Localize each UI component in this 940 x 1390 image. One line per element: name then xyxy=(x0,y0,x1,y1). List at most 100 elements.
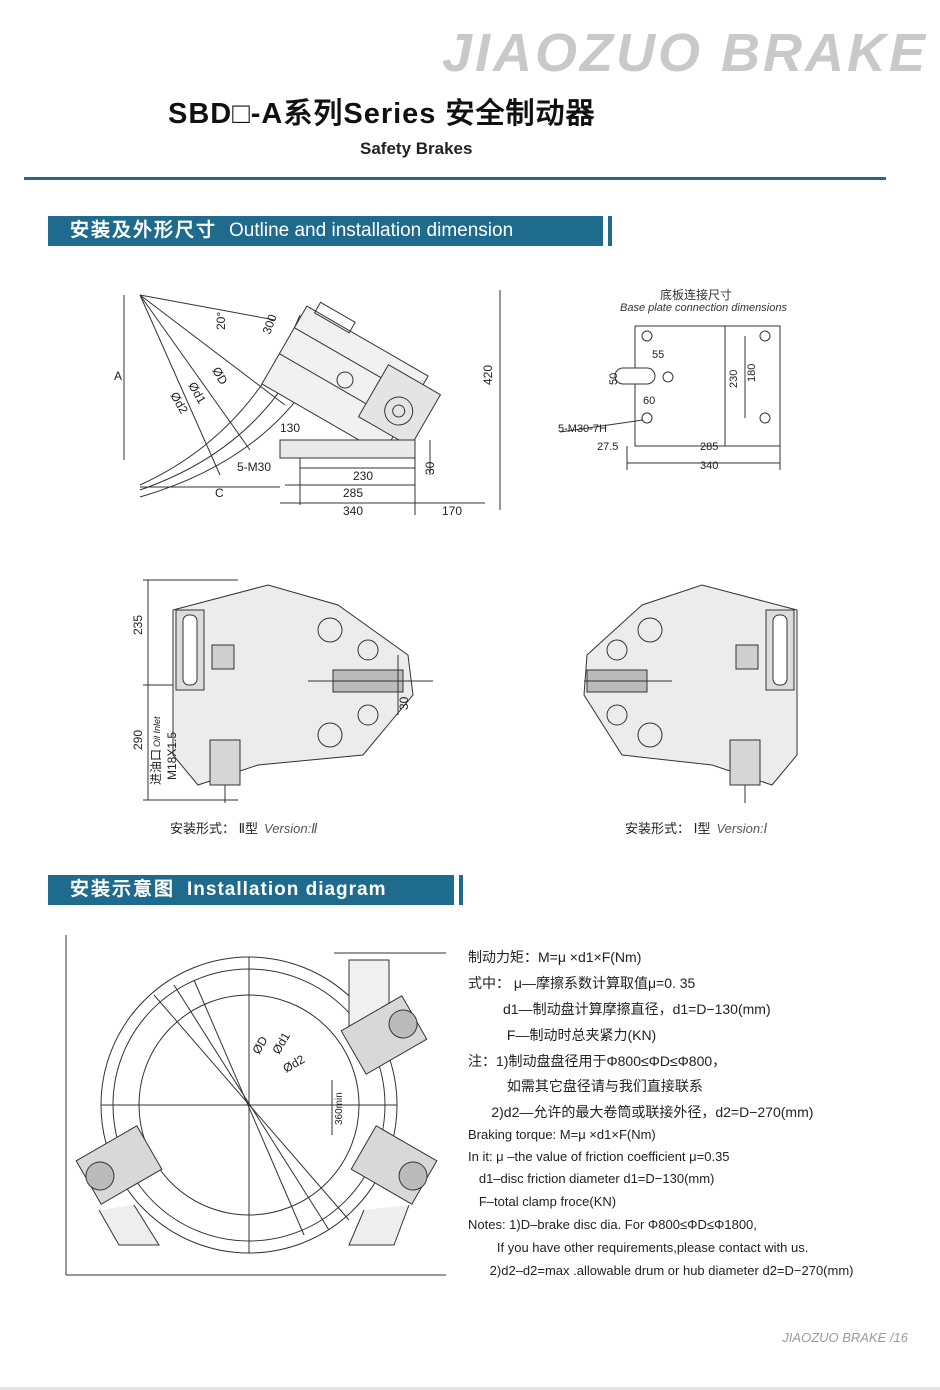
base-plate-title-cn: 底板连接尺寸 xyxy=(660,288,733,302)
page-title: SBD□-A系列Series 安全制动器 xyxy=(168,98,596,130)
installation-diagram: ØD Ød1 Ød2 360min xyxy=(65,935,446,1276)
formula-line: 2)d2—允许的最大卷筒或联接外径，d2=D−270(mm) xyxy=(468,1104,814,1120)
label-55: 55 xyxy=(652,349,664,361)
section-install-tick xyxy=(459,875,463,905)
version-i-en: Version:Ⅰ xyxy=(716,821,768,836)
base-plate-outline xyxy=(634,325,781,447)
bottom-rule xyxy=(0,1387,940,1390)
formula-line: Notes: 1)D–brake disc dia. For Φ800≤ΦD≤Φ… xyxy=(468,1217,757,1232)
base-plate-drawing: 55 50 60 230 180 5-M30-7H 27.5 285 340 xyxy=(558,325,781,472)
label-170: 170 xyxy=(442,504,462,518)
caliper-body xyxy=(583,584,798,786)
version-ii-label: 安装形式： Ⅱ型 Version:Ⅱ xyxy=(170,818,318,837)
formula-line: 如需其它盘径请与我们直接联系 xyxy=(468,1078,703,1094)
label-340: 340 xyxy=(343,504,363,518)
label-130: 130 xyxy=(280,421,300,435)
radial-d2 xyxy=(139,294,221,476)
label-bolt: 5-M30-7H xyxy=(558,423,607,435)
label-d1: Ød1 xyxy=(185,380,209,407)
section-install-cn: 安装示意图 xyxy=(70,879,176,900)
section-outline-header: 安装及外形尺寸 Outline and installation dimensio… xyxy=(48,216,603,246)
formula-line: Braking torque: M=μ ×d1×F(Nm) xyxy=(468,1127,656,1142)
section-outline-cn: 安装及外形尺寸 xyxy=(70,220,218,241)
caliper-bottom-right xyxy=(350,1125,438,1205)
formula-line: 注：1)制动盘盘径用于Φ800≤ΦD≤Φ800， xyxy=(468,1053,727,1069)
formula-line: d1—制动盘计算摩擦直径，d1=D−130(mm) xyxy=(468,1001,771,1017)
label-60: 60 xyxy=(643,395,655,407)
formula-line: 制动力矩：M=μ ×d1×F(Nm) xyxy=(468,949,642,965)
formula-line: In it: μ –the value of friction coeffici… xyxy=(468,1149,730,1164)
label-angle: 20° xyxy=(214,312,228,330)
label-420: 420 xyxy=(481,365,495,385)
radial-d1 xyxy=(139,294,251,451)
label-285: 285 xyxy=(700,441,718,453)
arc-d2 xyxy=(139,314,301,486)
bolt-hole xyxy=(641,412,653,424)
label-180: 180 xyxy=(746,364,758,382)
label-340: 340 xyxy=(700,460,718,472)
label-d2: Ød2 xyxy=(281,1052,308,1076)
formula-line: d1–disc friction diameter d1=D−130(mm) xyxy=(468,1171,715,1186)
label-30: 30 xyxy=(397,696,411,710)
diameter-line xyxy=(193,979,305,1236)
left-stand xyxy=(98,1204,160,1246)
version-ii-en: Version:Ⅱ xyxy=(264,821,318,836)
section-outline-tick xyxy=(608,216,612,246)
radial-20deg xyxy=(139,294,276,321)
mount-bolt xyxy=(637,617,663,643)
label-d2: Ød2 xyxy=(167,390,191,417)
label-235: 235 xyxy=(131,615,145,635)
version-ii-drawing: 235 290 30 进油口 Oil Inlet M18X1.5 xyxy=(131,579,433,803)
mount-bolt xyxy=(317,617,343,643)
oil-inlet-en: Oil Inlet xyxy=(152,716,162,747)
label-290: 290 xyxy=(131,730,145,750)
label-c: C xyxy=(215,486,224,500)
base-plate-side xyxy=(279,439,416,459)
mount-bolt xyxy=(317,722,343,748)
formula-line: 2)d2–d2=max .allowable drum or hub diame… xyxy=(468,1263,854,1278)
bolt-hole xyxy=(662,371,674,383)
section-outline-en: Outline and installation dimension xyxy=(229,220,514,241)
version-ii-cn: 安装形式： Ⅱ型 xyxy=(170,821,259,836)
label-27-5: 27.5 xyxy=(597,441,618,453)
version-i-drawing xyxy=(583,584,798,803)
label-230: 230 xyxy=(353,469,373,483)
label-285: 285 xyxy=(343,486,363,500)
bolt-hole xyxy=(759,412,771,424)
label-300: 300 xyxy=(260,312,280,336)
brake-body-side xyxy=(261,301,442,455)
mount-bolt xyxy=(357,639,379,661)
right-stand xyxy=(348,1204,410,1246)
version-i-label: 安装形式： Ⅰ型 Version:Ⅰ xyxy=(625,818,768,837)
base-plate-slot xyxy=(614,367,656,385)
label-d: ØD xyxy=(209,365,230,388)
oil-inlet-thread: M18X1.5 xyxy=(165,732,179,780)
mount-bolt xyxy=(637,722,663,748)
label-50: 50 xyxy=(608,373,620,385)
bolt-hole xyxy=(641,330,653,342)
label-230: 230 xyxy=(728,370,740,388)
label-bolt: 5-M30 xyxy=(237,460,271,474)
brand-watermark: JIAOZUO BRAKE xyxy=(441,23,928,83)
label-d: ØD xyxy=(249,1034,270,1057)
version-i-cn: 安装形式： Ⅰ型 xyxy=(625,821,711,836)
formula-line: F–total clamp froce(KN) xyxy=(468,1194,617,1209)
header-rule xyxy=(24,177,886,180)
mount-bolt xyxy=(606,704,628,726)
radial-d xyxy=(139,294,286,406)
base-plate-title-en: Base plate connection dimensions xyxy=(620,302,787,314)
outline-drawing: A ØD Ød1 Ød2 20° 300 420 130 5-M30 230 2… xyxy=(114,290,501,518)
section-install-header: 安装示意图 Installation diagram xyxy=(48,875,454,905)
page-footer: JIAOZUO BRAKE /16 xyxy=(782,1330,908,1345)
formula-line: If you have other requirements,please co… xyxy=(468,1240,809,1255)
formula-line: F—制动时总夹紧力(KN) xyxy=(468,1027,657,1043)
mount-bolt xyxy=(606,639,628,661)
formula-line: 式中： μ—摩擦系数计算取值μ=0. 35 xyxy=(468,975,696,991)
oil-inlet-cn: 进油口 xyxy=(149,749,163,785)
mount-bolt xyxy=(357,704,379,726)
bolt-hole xyxy=(759,330,771,342)
diameter-line xyxy=(173,984,330,1231)
section-install-en: Installation diagram xyxy=(187,879,387,900)
label-30: 30 xyxy=(423,461,437,475)
caliper-bottom-left xyxy=(75,1125,163,1205)
